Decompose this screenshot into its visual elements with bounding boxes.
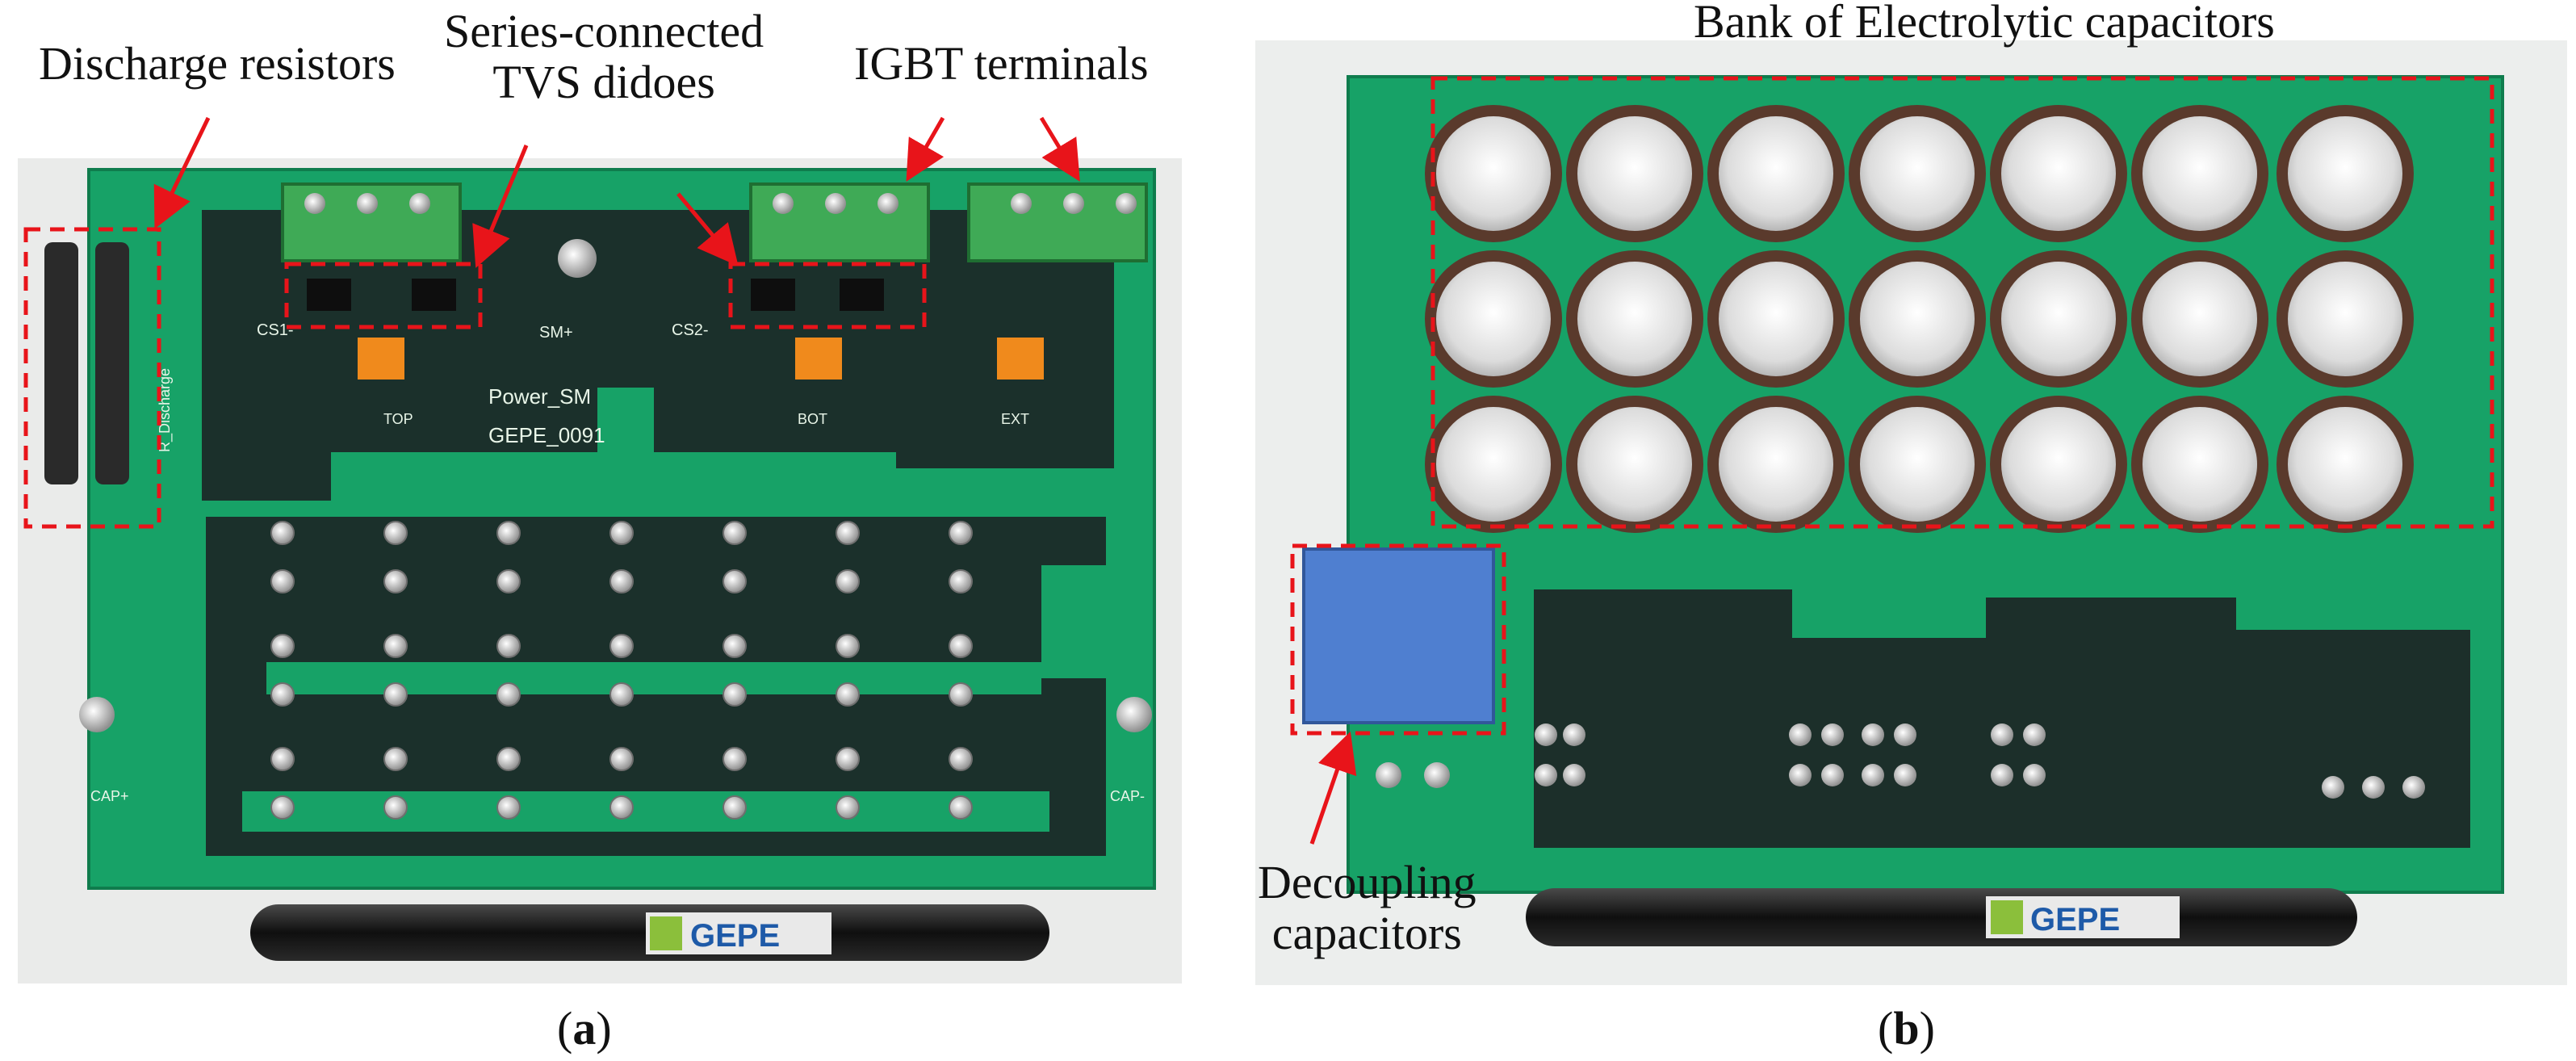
caption-a-open: ( bbox=[557, 1002, 573, 1055]
highlight-boxes bbox=[23, 76, 2494, 736]
callout-discharge-resistors: Discharge resistors bbox=[39, 37, 396, 90]
discharge-resistors bbox=[44, 242, 129, 484]
panel-a-photo: CS1- SM+ CS2- Power_SM GEPE_0091 TOP BOT… bbox=[18, 158, 1182, 983]
pen-a: GEPE bbox=[250, 904, 1049, 961]
highlight-tvs-right bbox=[728, 262, 927, 329]
arrow-discharge bbox=[153, 116, 211, 229]
label-cap-minus: CAP- bbox=[1110, 788, 1145, 804]
terminal-block-1 bbox=[281, 182, 462, 262]
label-top: TOP bbox=[383, 411, 413, 427]
terminal-block-3 bbox=[967, 182, 1148, 262]
terminal-block-2 bbox=[749, 182, 930, 262]
highlight-capacitor-bank bbox=[1430, 76, 2494, 529]
callout-tvs-line1: Series-connected bbox=[444, 5, 764, 57]
label-gepe-0091: GEPE_0091 bbox=[488, 423, 605, 447]
pot-top bbox=[358, 338, 404, 380]
arrow-igbt-2 bbox=[1039, 116, 1080, 182]
callout-tvs-diodes: Series-connected TVS didoes bbox=[444, 6, 764, 107]
label-bot: BOT bbox=[798, 411, 827, 427]
capacitor-bank bbox=[1425, 105, 2414, 527]
panel-b-photo: GEPE bbox=[1255, 40, 2567, 985]
label-power-sm: Power_SM bbox=[488, 384, 591, 409]
callout-decoupling-line2: capacitors bbox=[1271, 906, 1462, 959]
tvs-diodes-left bbox=[307, 279, 456, 311]
highlight-decoupling bbox=[1290, 543, 1506, 736]
pot-bot bbox=[795, 338, 842, 380]
callout-decoupling-line1: Decoupling bbox=[1258, 856, 1476, 908]
caption-a: (a) bbox=[557, 1001, 612, 1055]
label-cs2: CS2- bbox=[672, 321, 709, 339]
caption-b-close: ) bbox=[1919, 1002, 1935, 1055]
label-cs1: CS1- bbox=[257, 321, 294, 339]
decoupling-capacitor bbox=[1302, 547, 1495, 724]
callout-decoupling-capacitors: Decoupling capacitors bbox=[1258, 856, 1476, 959]
label-cap-plus: CAP+ bbox=[90, 788, 129, 804]
pen-brand-b: GEPE bbox=[2030, 902, 2120, 937]
highlight-discharge-resistors bbox=[23, 227, 161, 529]
arrow-decoupling bbox=[1309, 731, 1357, 845]
highlight-tvs-left bbox=[284, 262, 483, 329]
caption-a-close: ) bbox=[596, 1002, 612, 1055]
caption-b-open: ( bbox=[1878, 1002, 1894, 1055]
caption-b: (b) bbox=[1878, 1001, 1935, 1055]
arrow-igbt-1 bbox=[906, 116, 945, 182]
callout-tvs-line2: TVS didoes bbox=[492, 55, 715, 108]
arrow-tvs-right bbox=[676, 192, 739, 266]
pot-ext bbox=[997, 338, 1044, 380]
via-group-b bbox=[1376, 723, 2425, 799]
tvs-diodes-right bbox=[751, 279, 884, 311]
pen-brand-a: GEPE bbox=[690, 918, 780, 954]
caption-a-letter: a bbox=[572, 1002, 597, 1055]
callout-igbt-terminals: IGBT terminals bbox=[854, 37, 1149, 90]
callout-arrows bbox=[153, 116, 1357, 845]
arrow-tvs-left bbox=[472, 145, 529, 268]
caption-b-letter: b bbox=[1893, 1002, 1920, 1055]
label-smplus: SM+ bbox=[539, 324, 573, 342]
callout-capacitor-bank: Bank of Electrolytic capacitors bbox=[1694, 0, 2275, 48]
pen-b: GEPE bbox=[1526, 888, 2357, 946]
smplus-screw bbox=[558, 239, 597, 278]
via-grid-a bbox=[270, 521, 973, 820]
label-ext: EXT bbox=[1001, 411, 1029, 427]
